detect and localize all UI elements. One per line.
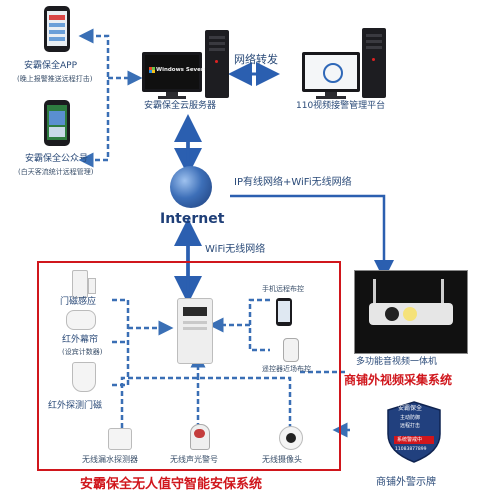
ir-detector-label: 红外探测门磁 [48, 401, 103, 411]
control-host-panel [177, 298, 213, 364]
remote-control-label: 遥控器近场布控 [262, 365, 311, 373]
globe-icon [170, 166, 212, 208]
local-system-boundary [37, 261, 341, 471]
server-monitor: Windows Severs [142, 52, 207, 92]
platform-label: 110视频接警管理平台 [296, 101, 386, 111]
siren-label: 无线声光警号 [170, 455, 218, 464]
av-camera-label: 多功能音视频一体机 [356, 357, 438, 367]
remote-control-icon [283, 338, 299, 362]
dashed-right-devices [248, 298, 270, 352]
sign-line5: 11083877899 [395, 447, 427, 452]
ip-wifi-label: IP有线网络+WiFi无线网络 [234, 177, 352, 188]
shield-icon [386, 400, 442, 464]
server-tower-icon [205, 30, 229, 98]
wifi-label: WiFi无线网络 [205, 244, 266, 255]
forward-label: 网络转发 [234, 53, 278, 66]
door-sensor-label: 门磁感应 [60, 297, 97, 307]
cloud-server-label: 安霸保全云服务器 [144, 101, 217, 111]
internet-label: Internet [160, 211, 225, 227]
smartphone-icon [276, 298, 292, 326]
windows-logo-icon [149, 67, 155, 73]
dashed-bottom-devices [120, 376, 292, 428]
ir-curtain-icon [66, 310, 96, 330]
dashed-left-devices [112, 298, 130, 387]
windows-screen-text: Windows Severs [156, 67, 207, 73]
av-camera-photo [354, 270, 468, 354]
ip-wifi-line [230, 194, 394, 280]
app-label: 安霸保全APP [24, 61, 78, 71]
wechat-sub-label: (白天客流统计远程管理) [18, 168, 94, 176]
system-title: 安霸保全无人值守智能安保系统 [80, 477, 263, 492]
door-sensor-icon [72, 270, 88, 298]
ir-curtain-sub-label: (设宾计数器) [62, 348, 103, 356]
ir-curtain-label: 红外幕帘 [62, 335, 99, 345]
siren-icon [190, 424, 210, 450]
platform-tower-icon [362, 28, 386, 98]
app-phone [44, 6, 70, 52]
platform-monitor [302, 52, 360, 92]
sign-line1: 安霸保全 [398, 405, 423, 412]
dashed-app-to-server [88, 34, 110, 162]
camera-label: 无线摄像头 [262, 455, 302, 464]
sign-line4: 系统警戒中 [397, 437, 423, 443]
sign-line2: 主动防御 [400, 415, 421, 421]
ir-detector-icon [72, 362, 96, 392]
phone-remote-label: 手机远程布控 [262, 285, 304, 293]
water-leak-label: 无线漏水探测器 [82, 455, 138, 464]
sign-line3: 远程打击 [400, 423, 421, 429]
app-sub-label: (晚上报警推送远程打击) [17, 75, 93, 83]
wechat-label: 安霸保全公众号 [25, 154, 89, 164]
water-leak-icon [108, 428, 132, 450]
video-system-title: 商铺外视频采集系统 [344, 373, 453, 387]
warning-sign-label: 商铺外警示牌 [376, 477, 436, 488]
wechat-phone [44, 100, 70, 146]
wireless-camera-icon [279, 426, 303, 450]
